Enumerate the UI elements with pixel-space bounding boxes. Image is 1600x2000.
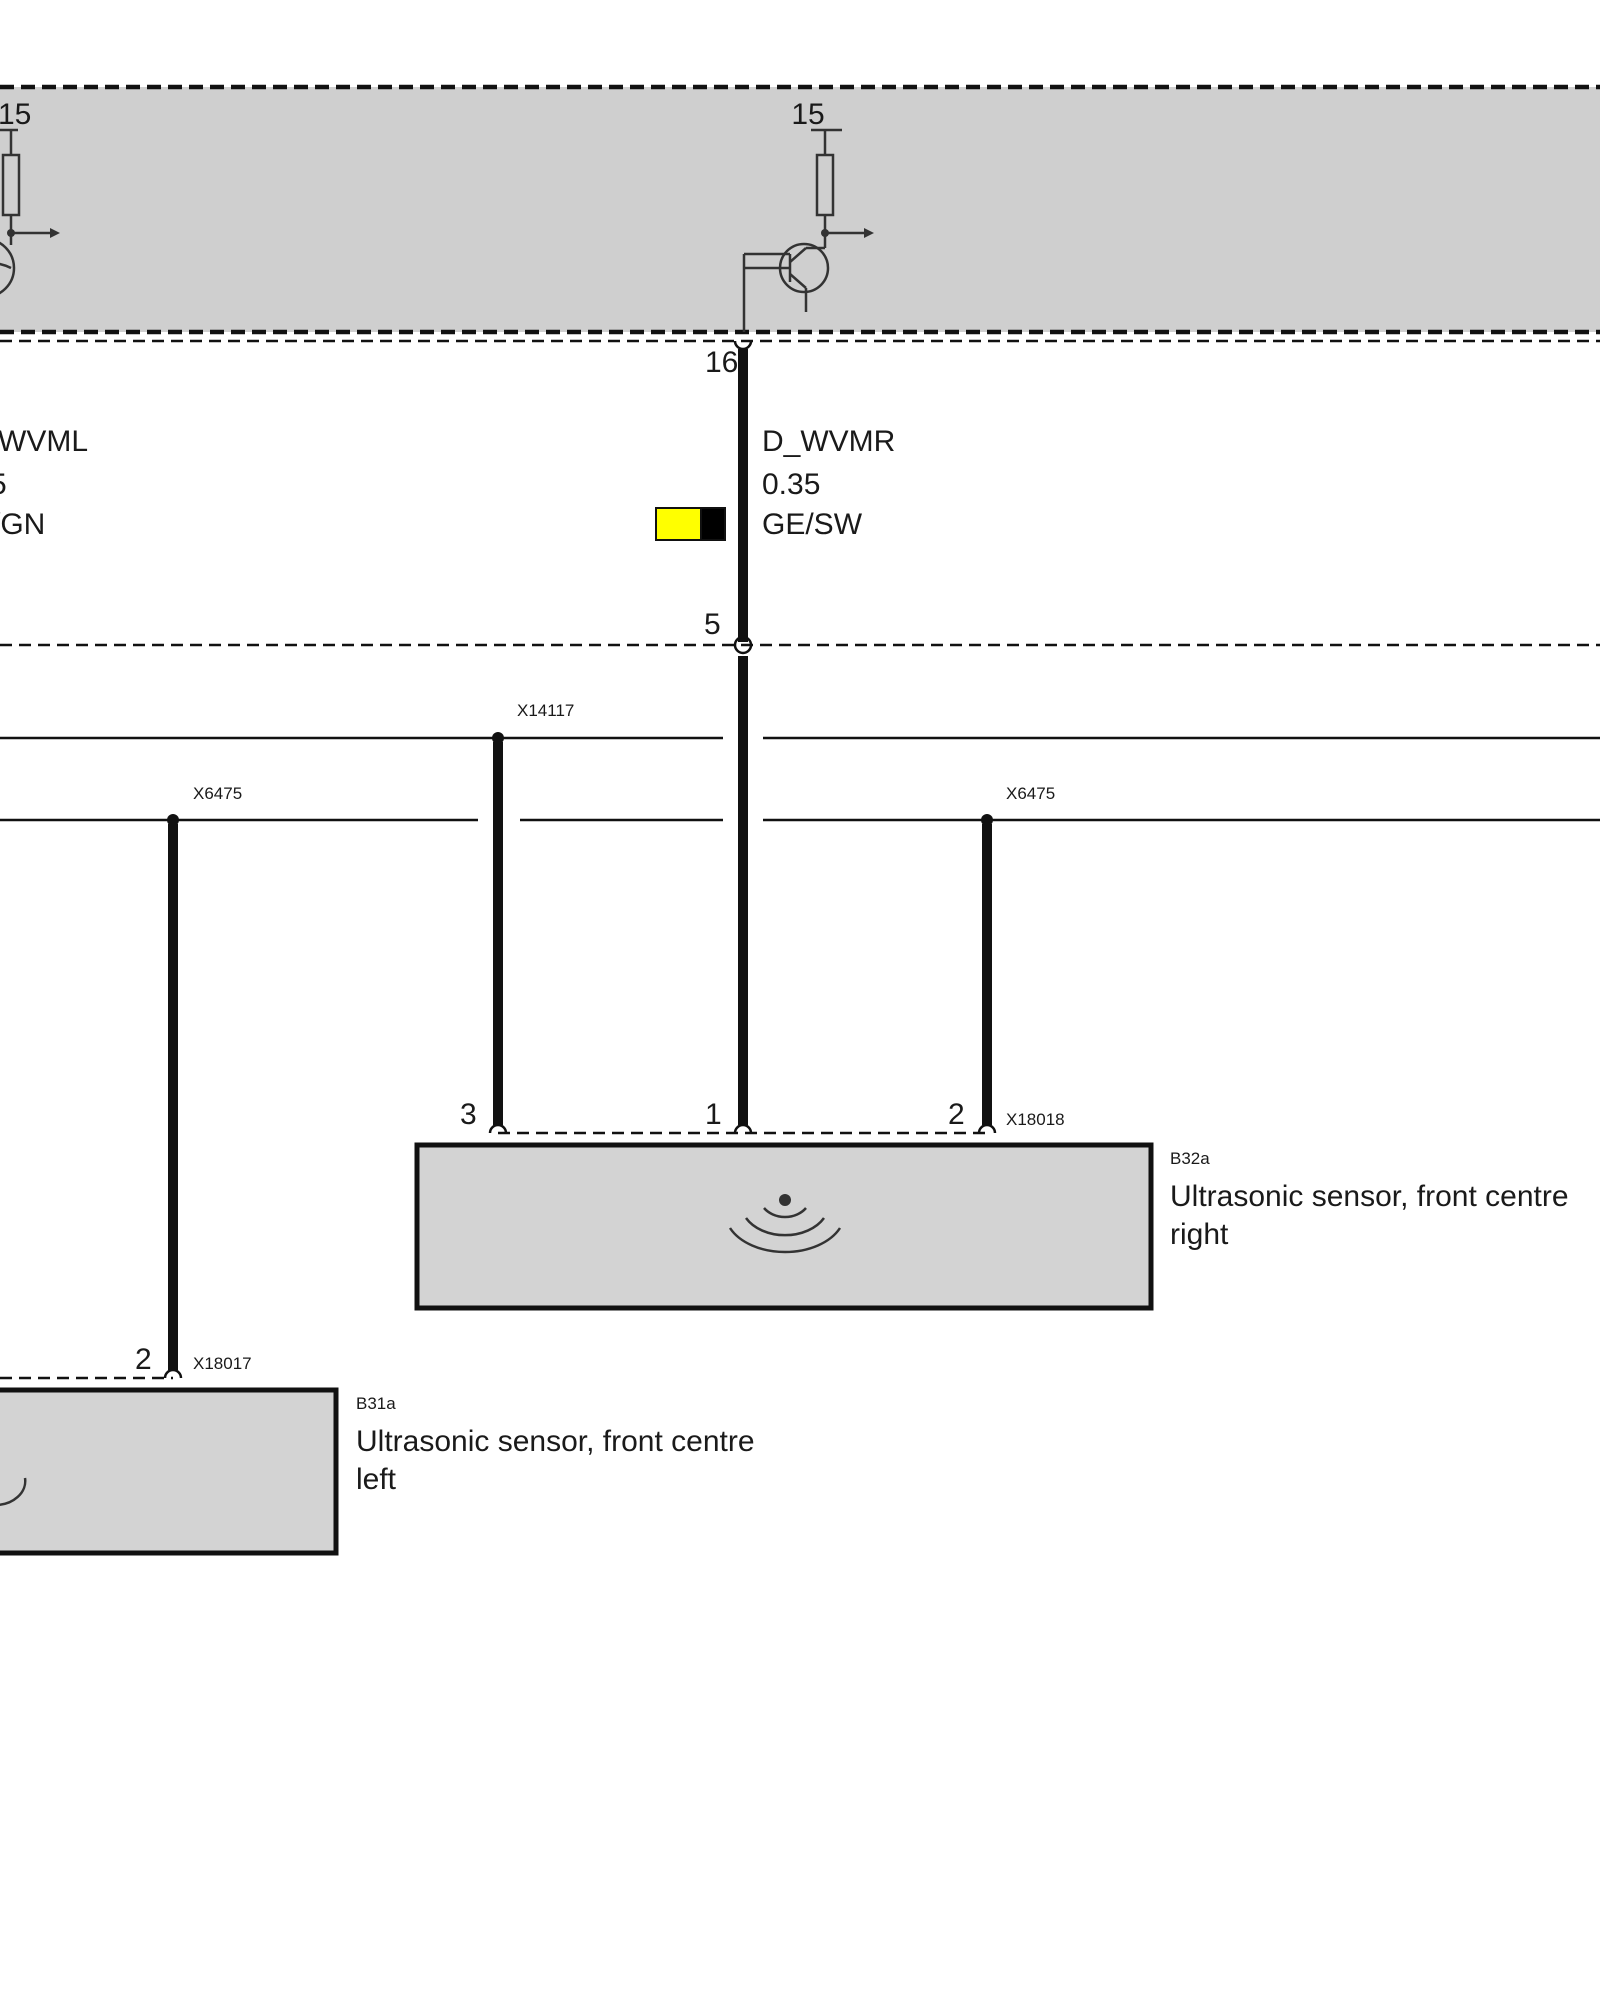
wire-left-size: 5: [0, 468, 7, 501]
sensor-right-pin-3: 3: [460, 1098, 477, 1131]
bus-line-x14117: [0, 732, 1600, 744]
connector-x14117: X14117: [517, 701, 574, 720]
output-stage-right: [742, 128, 874, 332]
connector-x18017: X18017: [193, 1354, 252, 1373]
ultrasonic-icon-right: [728, 1194, 842, 1254]
wire-right-name: D_WVMR: [762, 425, 895, 458]
wire-left-color: /GN: [0, 508, 45, 541]
sensor-left-name-line2: left: [356, 1463, 397, 1496]
sensor-left-name-line1: Ultrasonic sensor, front centre: [356, 1425, 755, 1458]
sensor-right-pin-1: 1: [705, 1098, 722, 1131]
sensor-left-connector: [0, 1368, 183, 1380]
sensor-right-id: B32a: [1170, 1149, 1210, 1168]
wire-right-size: 0.35: [762, 468, 820, 501]
sensor-right-body: [414, 1142, 1154, 1311]
pin-16-terminal: [733, 340, 753, 351]
sensor-left-body: [0, 1387, 339, 1556]
bus-line-x6475: [0, 814, 1600, 826]
pin-16-label: 16: [705, 346, 738, 379]
connector-x18018: X18018: [1006, 1110, 1065, 1129]
sensor-left-id: B31a: [356, 1394, 396, 1413]
sensor-right-name-line1: Ultrasonic sensor, front centre: [1170, 1180, 1569, 1213]
supply-label-right: 15: [791, 98, 824, 131]
connector-x6475-right: X6475: [1006, 784, 1055, 803]
sensor-right-pin-2: 2: [948, 1098, 965, 1131]
pin-5-terminal: [733, 635, 753, 646]
ultrasonic-icon-left: [0, 1477, 27, 1506]
wire-right-color: GE/SW: [762, 508, 863, 541]
pin-5-label: 5: [704, 608, 721, 641]
output-stage-left: [0, 128, 60, 295]
wire-color-swatch: [655, 507, 726, 541]
sensor-right-name-line2: right: [1170, 1218, 1229, 1251]
supply-label-left: 15: [0, 98, 31, 131]
connector-x6475-left: X6475: [193, 784, 242, 803]
sensor-left-pin-2: 2: [135, 1343, 152, 1376]
wire-left-name: WVML: [0, 425, 88, 458]
sensor-right-connector: [488, 1123, 997, 1135]
